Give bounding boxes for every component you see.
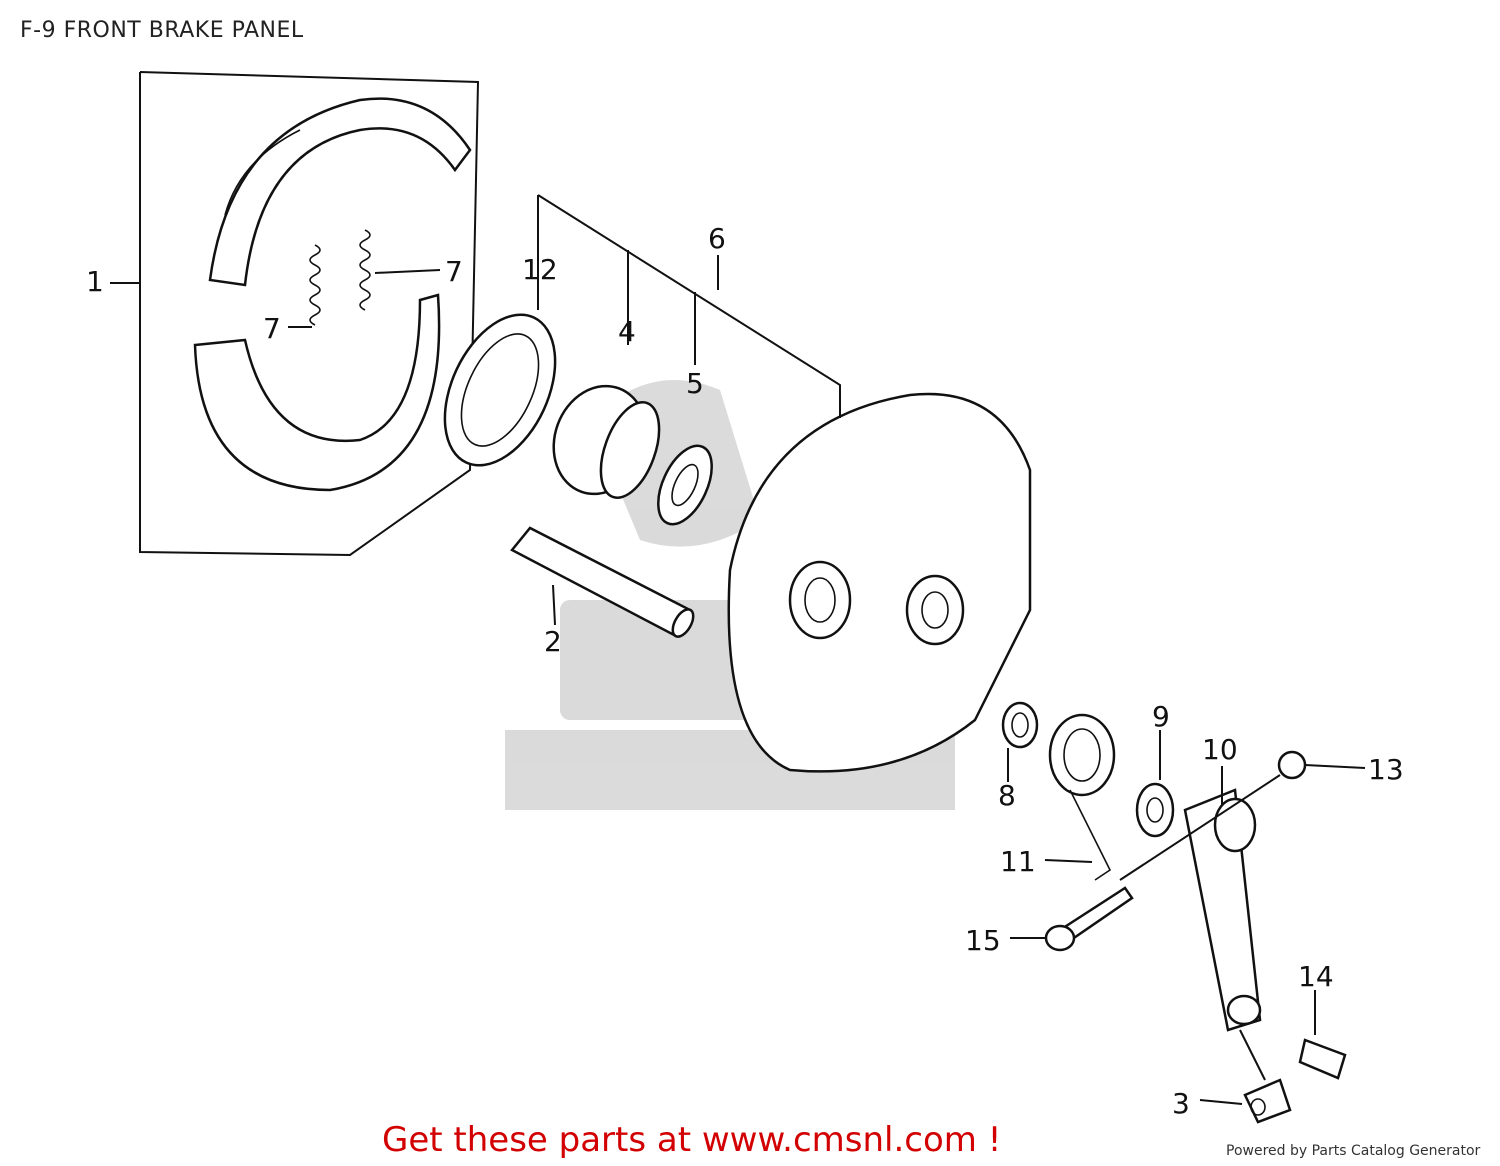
bolt-15: [1010, 886, 1134, 952]
speedometer-gear-4: [552, 384, 661, 500]
callout-5: 5: [686, 367, 704, 400]
brake-shoe-lower: [193, 293, 441, 492]
promo-link[interactable]: Get these parts at www.cmsnl.com !: [382, 1120, 1002, 1160]
callout-14: 14: [1298, 960, 1334, 993]
brake-arm-10: [1183, 788, 1262, 1032]
bracket-part-6: [537, 194, 841, 418]
dust-seal-12: [443, 313, 557, 467]
callout-7-left: 7: [263, 312, 281, 345]
callout-7-right: 7: [445, 255, 463, 288]
nut-13: [1119, 750, 1366, 881]
spring-7-right: [359, 229, 371, 311]
callout-13: 13: [1368, 753, 1404, 786]
spring-7-left: [309, 244, 321, 326]
brake-panel-6: [727, 392, 1032, 773]
callout-8: 8: [998, 779, 1016, 812]
page-title: F-9 FRONT BRAKE PANEL: [20, 18, 304, 43]
powered-by-text: Powered by Parts Catalog Generator: [1226, 1143, 1481, 1159]
washer-5: [657, 444, 713, 526]
callout-3: 3: [1172, 1087, 1190, 1120]
return-spring-11: [1048, 713, 1116, 881]
callout-15: 15: [965, 924, 1001, 957]
callout-10: 10: [1202, 733, 1238, 766]
callout-9: 9: [1152, 700, 1170, 733]
seal-8: [1001, 701, 1039, 749]
brake-cam-2: [510, 526, 695, 638]
callout-6: 6: [708, 222, 726, 255]
brake-shoe-upper: [208, 97, 472, 287]
callout-4: 4: [618, 315, 636, 348]
joint-3: [1199, 1029, 1292, 1124]
callout-1: 1: [86, 265, 104, 298]
wear-indicator-9: [1135, 782, 1175, 838]
callout-2: 2: [544, 625, 562, 658]
bracket-part-1: [110, 71, 480, 557]
callout-12: 12: [522, 253, 558, 286]
leader-lines: [288, 269, 1223, 863]
pin-14: [1298, 990, 1347, 1080]
callout-11: 11: [1000, 845, 1036, 878]
